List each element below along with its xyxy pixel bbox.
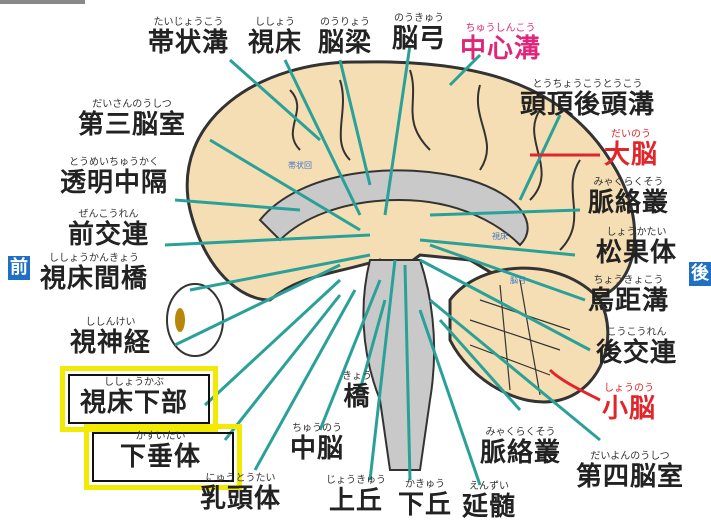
ruby: だいのう xyxy=(611,129,651,140)
fornix-mini-label: 脳弓 xyxy=(510,276,526,285)
ruby: とうめいちゅうかく xyxy=(69,157,159,168)
term: 視床下部 xyxy=(80,388,189,418)
ruby: しょうのう xyxy=(604,383,654,394)
ruby: ちゅうのう xyxy=(292,423,342,434)
ruby: きょう xyxy=(342,371,372,382)
ruby: かすいたい xyxy=(135,431,186,442)
ruby: ちょうきょこう xyxy=(593,275,664,286)
term: 脈絡叢 xyxy=(480,438,562,468)
term: 視床間橋 xyxy=(40,264,149,294)
label-cerebrum: だいのう 大脳 xyxy=(604,129,659,170)
ruby: のうりょう xyxy=(320,17,370,28)
ruby: ししょう xyxy=(255,17,295,28)
thalamus-mini-label: 視床 xyxy=(492,232,508,241)
term: 下丘 xyxy=(398,490,453,520)
cerebellum-shape xyxy=(448,266,610,404)
label-central-sulcus: ちゅうしんこう 中心溝 xyxy=(460,23,542,64)
ruby: ししんけい xyxy=(85,317,136,328)
label-thalamus: ししょう 視床 xyxy=(248,17,303,58)
label-fornix: のうきゅう 脳弓 xyxy=(392,13,447,54)
term: 鳥距溝 xyxy=(588,286,670,316)
label-cerebellum: しょうのう 小脳 xyxy=(602,383,657,424)
term: 下垂体 xyxy=(120,442,202,472)
ruby: とうちょうこうとうこう xyxy=(532,79,643,90)
term: 橋 xyxy=(343,382,371,412)
ruby: ししょうかぶ xyxy=(104,377,164,388)
term: 延髄 xyxy=(462,492,517,522)
term: 乳頭体 xyxy=(200,484,282,514)
label-superior-colliculus: じょうきゅう 上丘 xyxy=(326,475,386,516)
leader-lines xyxy=(164,44,601,486)
ruby: こうこうれん xyxy=(606,327,667,338)
label-parieto-occipital-sulcus: とうちょうこうとうこう 頭頂後頭溝 xyxy=(520,79,656,120)
label-mammillary-body: にゅうとうたい 乳頭体 xyxy=(200,473,282,514)
label-posterior-commissure: こうこうれん 後交連 xyxy=(596,327,678,368)
ruby: のうきゅう xyxy=(394,13,444,24)
term: 透明中隔 xyxy=(60,168,169,198)
term: 頭頂後頭溝 xyxy=(520,90,656,120)
label-septum-pellucidum: とうめいちゅうかく 透明中隔 xyxy=(60,157,169,198)
label-pituitary: かすいたい 下垂体 xyxy=(120,431,202,472)
ruby: みゃくらくそう xyxy=(593,177,664,188)
ruby: ちゅうしんこう xyxy=(465,23,536,34)
label-calcarine-sulcus: ちょうきょこう 鳥距溝 xyxy=(588,275,670,316)
term: 第四脳室 xyxy=(576,462,685,492)
label-optic-nerve: ししんけい 視神経 xyxy=(70,317,152,358)
ruby: しょうかたい xyxy=(606,227,667,238)
label-fourth-ventricle: だいよんのうしつ 第四脳室 xyxy=(576,451,685,492)
label-anterior-commissure: ぜんこうれん 前交連 xyxy=(68,209,150,250)
label-inferior-colliculus: かきゅう 下丘 xyxy=(398,479,453,520)
label-corpus-callosum: のうりょう 脳梁 xyxy=(318,17,373,58)
term: 脳弓 xyxy=(392,24,447,54)
term: 脳梁 xyxy=(318,28,373,58)
top-edge-bar xyxy=(0,0,85,4)
ruby: だいさんのうしつ xyxy=(92,99,172,110)
highlight-box-pituitary xyxy=(84,424,242,490)
term: 視床 xyxy=(248,28,303,58)
label-cingulate-sulcus: たいじょうこう 帯状溝 xyxy=(148,17,230,58)
term: 前交連 xyxy=(68,220,150,250)
term: 小脳 xyxy=(602,394,657,424)
back-marker: 後 xyxy=(689,262,711,286)
label-third-ventricle: だいさんのうしつ 第三脳室 xyxy=(78,99,187,140)
term: 大脳 xyxy=(604,140,659,170)
term: 上丘 xyxy=(328,486,383,516)
ruby: たいじょうこう xyxy=(153,17,224,28)
label-hypothalamus: ししょうかぶ 視床下部 xyxy=(80,377,189,418)
label-pineal-body: しょうかたい 松果体 xyxy=(596,227,678,268)
label-choroid-plexus-upper: みゃくらくそう 脈絡叢 xyxy=(588,177,670,218)
eyeball-shape xyxy=(166,283,224,357)
ruby: じょうきゅう xyxy=(326,475,386,486)
term: 中心溝 xyxy=(460,34,542,64)
term: 視神経 xyxy=(70,328,152,358)
cingulate-gyrus-mini-label: 帯状回 xyxy=(288,161,312,170)
term: 帯状溝 xyxy=(148,28,230,58)
front-marker: 前 xyxy=(8,256,30,280)
term: 第三脳室 xyxy=(78,110,187,140)
ruby: ししょうかんきょう xyxy=(49,253,139,264)
label-medulla: えんずい 延髄 xyxy=(462,481,517,522)
term: 後交連 xyxy=(596,338,678,368)
ruby: だいよんのうしつ xyxy=(590,451,670,462)
term: 松果体 xyxy=(596,238,678,268)
ruby: みゃくらくそう xyxy=(485,427,556,438)
label-choroid-plexus-lower: みゃくらくそう 脈絡叢 xyxy=(480,427,562,468)
ruby: ぜんこうれん xyxy=(78,209,139,220)
term: 脈絡叢 xyxy=(588,188,670,218)
ruby: えんずい xyxy=(469,481,509,492)
ruby: かきゅう xyxy=(405,479,445,490)
label-interthalamic-adhesion: ししょうかんきょう 視床間橋 xyxy=(40,253,149,294)
corpus-callosum-shape xyxy=(258,169,529,247)
label-pons: きょう 橋 xyxy=(342,371,372,412)
highlight-box-hypothalamus xyxy=(60,366,218,432)
label-midbrain: ちゅうのう 中脳 xyxy=(290,423,345,464)
term: 中脳 xyxy=(290,434,345,464)
ruby: にゅうとうたい xyxy=(205,473,276,484)
